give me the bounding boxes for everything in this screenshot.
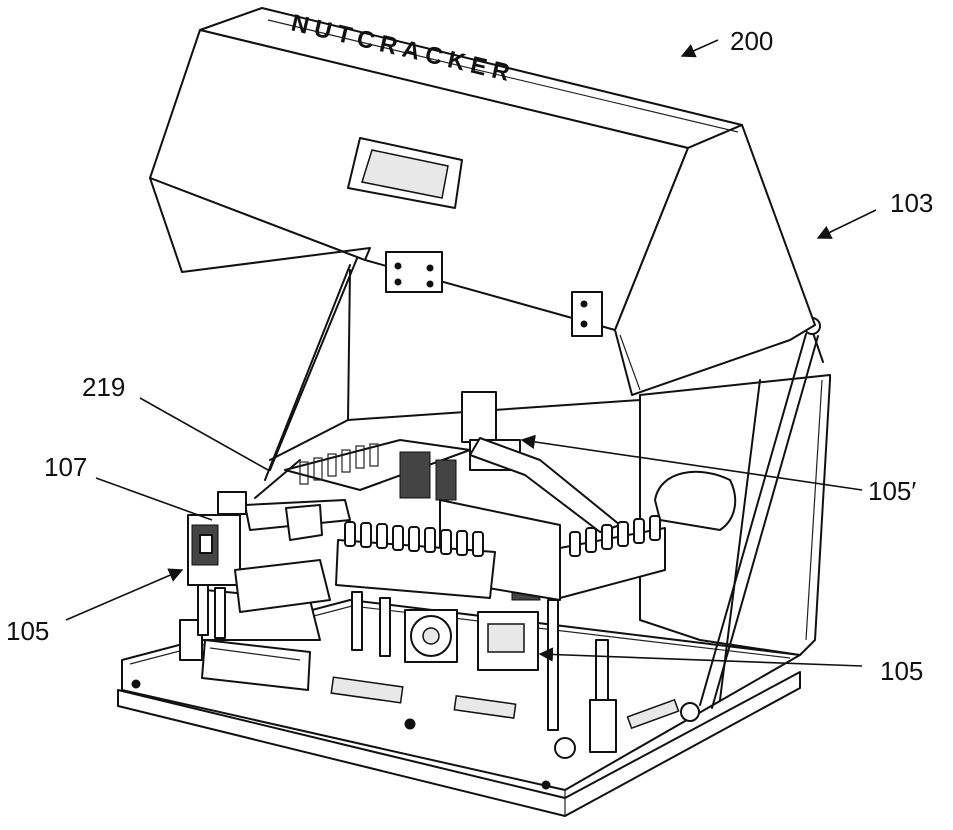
- ref-label-105-left: 105: [6, 616, 49, 646]
- hinge-right: [571, 291, 603, 337]
- leader-219: [139, 397, 269, 471]
- ref-label-219: 219: [82, 372, 125, 402]
- reference-labels: 200 103 219 107 105′ 105 105: [6, 26, 933, 686]
- ref-label-105-right: 105: [880, 656, 923, 686]
- internal-mechanism: [179, 391, 666, 759]
- ref-label-103: 103: [890, 188, 933, 218]
- ref-label-200: 200: [730, 26, 773, 56]
- leader-105-prime: [520, 434, 863, 491]
- ref-label-105-prime: 105′: [868, 476, 916, 506]
- leader-lines: [65, 39, 877, 667]
- leader-103: [816, 209, 877, 239]
- ref-label-107: 107: [44, 452, 87, 482]
- leader-107: [95, 477, 213, 521]
- hinge-left: [385, 251, 443, 293]
- leader-105-left: [65, 568, 184, 621]
- leader-105-right: [538, 647, 863, 667]
- cabinet-body: [264, 255, 831, 722]
- base-plate: [117, 599, 801, 817]
- lid: NUTCRACKER: [149, 7, 816, 396]
- leader-200: [680, 39, 719, 58]
